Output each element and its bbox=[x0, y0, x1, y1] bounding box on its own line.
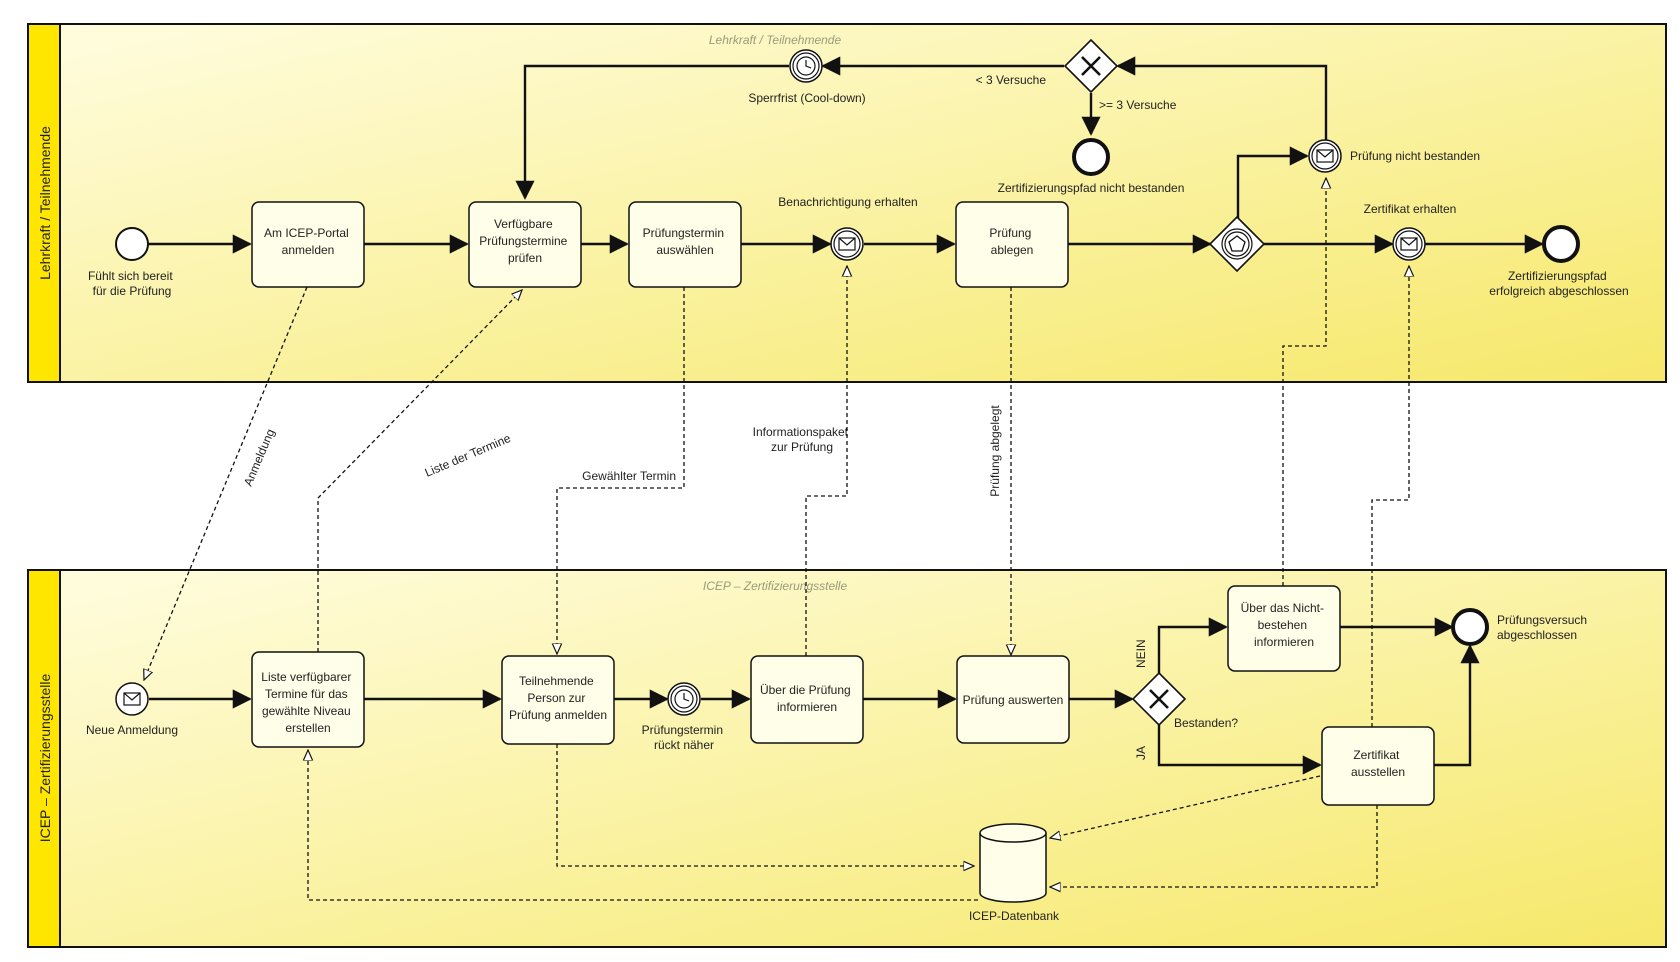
task-inform-fail[interactable]: Über das Nicht- bestehen informieren bbox=[1227, 585, 1341, 672]
message-flows bbox=[144, 178, 1409, 727]
msgflow-certificate bbox=[1371, 266, 1409, 727]
task-choose-date-label: Prüfungstermin auswählen bbox=[643, 226, 728, 257]
task-take-exam[interactable]: Prüfung ablegen bbox=[955, 201, 1069, 288]
gateway-lt3-label: < 3 Versuche bbox=[976, 73, 1047, 87]
task-issue-certificate[interactable]: Zertifikat ausstellen bbox=[1321, 726, 1435, 806]
task-create-list[interactable]: Liste verfügbarer Termine für das gewähl… bbox=[251, 651, 365, 748]
task-evaluate-exam[interactable]: Prüfung auswerten bbox=[956, 655, 1070, 744]
pool-icep-title: ICEP – Zertifizierungsstelle bbox=[703, 579, 848, 593]
task-inform-fail-label: Über das Nicht- bestehen informieren bbox=[1241, 601, 1328, 649]
task-register-person[interactable]: Teilnehmende Person zur Prüfung anmelden bbox=[501, 655, 615, 745]
task-login-portal[interactable]: Am ICEP-Portal anmelden bbox=[251, 201, 365, 288]
end-event-failed-label: Zertifizierungspfad nicht bestanden bbox=[998, 181, 1185, 195]
gateway-no-label: NEIN bbox=[1134, 639, 1148, 668]
msg-label-registration: Anmeldung bbox=[241, 427, 278, 488]
task-inform-exam[interactable]: Über die Prüfung informieren bbox=[750, 655, 864, 744]
event-notification-label: Benachrichtigung erhalten bbox=[778, 195, 917, 209]
pool-participants-band bbox=[27, 23, 61, 383]
flow-notpassed-to-xor bbox=[1116, 56, 1328, 140]
start-event-ready[interactable] bbox=[115, 227, 149, 261]
event-exam-not-passed[interactable] bbox=[1308, 139, 1342, 173]
event-notification-received[interactable] bbox=[830, 227, 864, 261]
msg-label-dates-list: Liste der Termine bbox=[423, 431, 513, 480]
pool-participants-title: Lehrkraft / Teilnehmende bbox=[709, 33, 842, 47]
flow-cooldown-to-check bbox=[515, 64, 789, 200]
start-new-registration-label: Neue Anmeldung bbox=[86, 723, 178, 737]
datastore-icep-db[interactable] bbox=[979, 823, 1047, 903]
assoc-db-to-list bbox=[308, 750, 978, 901]
event-based-gateway[interactable] bbox=[1208, 215, 1266, 273]
start-event-new-registration[interactable] bbox=[115, 682, 149, 716]
gateway-ge3-label: >= 3 Versuche bbox=[1099, 98, 1177, 112]
task-issue-certificate-label: Zertifikat ausstellen bbox=[1351, 748, 1405, 779]
end-event-attempt-done-label: Prüfungsversuch abgeschlossen bbox=[1497, 613, 1590, 642]
msg-label-info-package: Informationspaket zur Prüfung bbox=[753, 425, 852, 454]
task-check-dates-label: Verfügbare Prüfungstermine prüfen bbox=[479, 217, 570, 265]
gateway-passed-label: Bestanden? bbox=[1174, 716, 1238, 730]
event-certificate-received[interactable] bbox=[1392, 227, 1426, 261]
gateway-passed[interactable] bbox=[1131, 671, 1187, 727]
datastore-label: ICEP-Datenbank bbox=[969, 909, 1060, 923]
sequence-flows-top bbox=[147, 56, 1544, 254]
pentagon-icon bbox=[1228, 235, 1246, 252]
timer-cooldown-label: Sperrfrist (Cool-down) bbox=[748, 91, 865, 105]
task-login-portal-label: Am ICEP-Portal anmelden bbox=[264, 226, 352, 257]
task-inform-exam-label: Über die Prüfung informieren bbox=[760, 683, 854, 714]
timer-event-cooldown[interactable] bbox=[789, 49, 823, 83]
msg-label-chosen-date: Gewählter Termin bbox=[582, 469, 676, 483]
task-create-list-label: Liste verfügbarer Termine für das gewähl… bbox=[261, 670, 354, 735]
event-not-passed-label: Prüfung nicht bestanden bbox=[1350, 149, 1480, 163]
data-associations bbox=[308, 744, 1378, 901]
msgflow-dates-list bbox=[317, 290, 522, 652]
end-event-attempt-done[interactable] bbox=[1451, 608, 1489, 646]
msgflow-not-passed bbox=[1282, 178, 1326, 586]
timer-event-date-near[interactable] bbox=[667, 682, 701, 716]
start-event-ready-label: Fühlt sich bereit für die Prüfung bbox=[88, 269, 176, 298]
task-choose-date[interactable]: Prüfungstermin auswählen bbox=[628, 201, 742, 288]
task-take-exam-label: Prüfung ablegen bbox=[989, 226, 1034, 257]
sequence-flows-bottom bbox=[149, 617, 1480, 775]
msgflow-info-package bbox=[805, 266, 847, 656]
flow-cert-to-end bbox=[1434, 644, 1480, 767]
pool-icep-band bbox=[27, 569, 61, 948]
msgflow-registration bbox=[144, 286, 308, 680]
envelope-icon bbox=[123, 692, 141, 706]
end-event-success-label: Zertifizierungspfad erfolgreich abgeschl… bbox=[1489, 269, 1628, 298]
end-event-success[interactable] bbox=[1542, 225, 1580, 263]
msg-label-exam-taken: Prüfung abgelegt bbox=[988, 405, 1002, 497]
gateway-attempts[interactable] bbox=[1063, 38, 1119, 94]
envelope-icon bbox=[838, 237, 856, 251]
msgflow-chosen-date bbox=[557, 287, 685, 654]
x-icon bbox=[1081, 56, 1101, 76]
event-certificate-label: Zertifikat erhalten bbox=[1364, 202, 1457, 216]
gateway-yes-label: JA bbox=[1134, 746, 1148, 760]
envelope-icon bbox=[1316, 149, 1334, 163]
timer-date-near-label: Prüfungstermin rückt näher bbox=[642, 723, 727, 752]
task-register-person-label: Teilnehmende Person zur Prüfung anmelden bbox=[509, 674, 607, 722]
pool-icep-label: ICEP – Zertifizierungsstelle bbox=[37, 673, 53, 842]
flow-eventgw-to-notpassed bbox=[1236, 146, 1309, 218]
flow-gateway-yes bbox=[1157, 725, 1322, 775]
envelope-icon bbox=[1400, 237, 1418, 251]
clock-icon bbox=[796, 56, 816, 76]
x-icon bbox=[1149, 689, 1169, 709]
pool-participants-label: Lehrkraft / Teilnehmende bbox=[37, 126, 53, 280]
clock-icon bbox=[674, 689, 694, 709]
end-event-failed-path[interactable] bbox=[1072, 138, 1110, 176]
task-check-dates[interactable]: Verfügbare Prüfungstermine prüfen bbox=[468, 201, 582, 288]
task-evaluate-exam-label: Prüfung auswerten bbox=[963, 693, 1064, 707]
assoc-register-to-db bbox=[556, 744, 974, 866]
flow-gateway-no bbox=[1157, 617, 1228, 673]
